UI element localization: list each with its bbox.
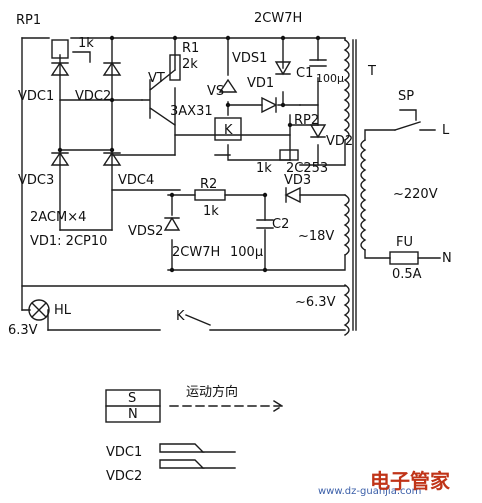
label-rp2-value: 1k bbox=[256, 161, 272, 176]
label-r2: R2 bbox=[200, 177, 217, 192]
fu-fuse bbox=[389, 251, 419, 265]
label-vdc3: VDC3 bbox=[18, 173, 54, 188]
label-vs: VS bbox=[207, 84, 224, 99]
label-vd3: VD3 bbox=[284, 173, 311, 188]
rp2-resistor bbox=[279, 149, 299, 161]
watermark-logo: 电子管家 bbox=[370, 469, 451, 493]
label-vdc2: VDC2 bbox=[75, 89, 111, 104]
hl-lamp bbox=[28, 299, 50, 321]
label-note-2acm: 2ACM×4 bbox=[30, 210, 86, 225]
label-vdc1: VDC1 bbox=[18, 89, 54, 104]
label-note-vd1: VD1: 2CP10 bbox=[30, 234, 107, 249]
r1-resistor bbox=[169, 54, 181, 81]
label-r1: R1 bbox=[182, 41, 199, 56]
label-vds2: VDS2 bbox=[128, 224, 163, 239]
junction-dots bbox=[57, 35, 321, 273]
r2-resistor bbox=[194, 189, 226, 201]
label-r1-value: 2k bbox=[182, 57, 198, 72]
label-fu: FU bbox=[396, 235, 413, 250]
rp1-resistor bbox=[51, 39, 69, 59]
label-sp: SP bbox=[398, 89, 414, 104]
vdc4-diode bbox=[102, 151, 122, 166]
label-zener-bottom: 2CW7H bbox=[172, 245, 220, 260]
label-ac220: ~220V bbox=[393, 187, 438, 202]
label-t: T bbox=[367, 64, 376, 79]
direction-arrow bbox=[169, 400, 284, 412]
label-vd2-type: 2C253 bbox=[286, 161, 328, 176]
vds2-zener bbox=[163, 216, 181, 231]
vds1-zener bbox=[274, 61, 292, 76]
label-k-switch: K bbox=[176, 309, 185, 324]
label-hl: HL bbox=[54, 303, 72, 318]
label-vt-type: 3AX31 bbox=[170, 104, 213, 119]
legend-n: N bbox=[128, 407, 138, 422]
label-l: L bbox=[442, 123, 450, 138]
legend-vdc2: VDC2 bbox=[106, 469, 142, 484]
label-zener-top: 2CW7H bbox=[254, 11, 302, 26]
label-rp2: RP2 bbox=[294, 113, 319, 128]
vd1-diode bbox=[261, 96, 278, 114]
c2-capacitor bbox=[256, 219, 274, 229]
sp-switch bbox=[394, 109, 421, 131]
c1-capacitor bbox=[309, 59, 327, 67]
vs-thyristor bbox=[218, 78, 238, 93]
label-relay-k: K bbox=[224, 123, 233, 138]
label-vd1: VD1 bbox=[247, 76, 274, 91]
vdc3-diode bbox=[50, 151, 70, 166]
label-c2-value: 100μ bbox=[230, 245, 263, 260]
label-c1: C1 bbox=[296, 66, 313, 81]
label-r2-value: 1k bbox=[203, 204, 219, 219]
label-hl-voltage: 6.3V bbox=[8, 323, 38, 338]
wires bbox=[21, 37, 441, 336]
relay-coil-k bbox=[214, 117, 242, 141]
magnet-legend bbox=[105, 389, 284, 423]
vd2-diode bbox=[309, 124, 327, 139]
watermark-url: www.dz-guanjia.com bbox=[318, 486, 421, 497]
label-vd2: VD2 bbox=[326, 134, 353, 149]
vdc2-diode bbox=[102, 61, 122, 76]
label-vdc4: VDC4 bbox=[118, 173, 154, 188]
legend-s: S bbox=[128, 391, 136, 406]
legend-vdc1: VDC1 bbox=[106, 445, 142, 460]
label-fu-value: 0.5A bbox=[392, 267, 422, 282]
label-ac18: ~18V bbox=[298, 229, 334, 244]
vt-transistor bbox=[141, 69, 176, 126]
label-c1-value: 100μ bbox=[316, 72, 344, 85]
label-vt: VT bbox=[148, 71, 165, 86]
vd3-diode bbox=[284, 186, 301, 204]
legend-direction: 运动方向 bbox=[186, 384, 238, 400]
label-ac63: ~6.3V bbox=[295, 295, 336, 310]
label-vds1: VDS1 bbox=[232, 51, 267, 66]
label-rp1: RP1 bbox=[16, 13, 41, 28]
vdc1-diode bbox=[50, 61, 70, 76]
label-rp1-value: 1k bbox=[78, 36, 94, 51]
label-n: N bbox=[442, 251, 452, 266]
sensor-legend bbox=[159, 443, 236, 469]
label-c2: C2 bbox=[272, 217, 289, 232]
